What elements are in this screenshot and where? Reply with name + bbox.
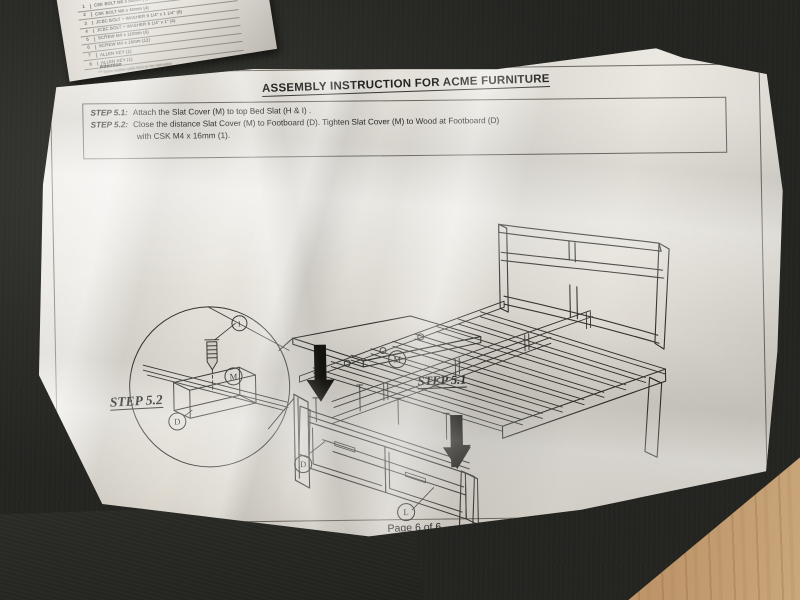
part-number: 2 [77, 12, 93, 19]
step-52-diagram-label: STEP 5.2 [110, 392, 164, 411]
detail-footboard-rail [143, 362, 288, 413]
part-number: 8 [83, 61, 99, 68]
part-number: 6 [81, 45, 97, 52]
slat-cover-panel-M [292, 315, 481, 369]
step-51-diagram-label: STEP 5.1 [417, 373, 466, 390]
part-number: 5 [80, 37, 96, 44]
callout-leaders [184, 406, 434, 515]
step-51-diagram-text: STEP 5.1 [417, 372, 467, 389]
footboard-panel [294, 394, 310, 488]
screw-indicators [313, 383, 450, 442]
bed-assembly-diagram [25, 41, 794, 555]
drawer-side-panel [465, 473, 478, 525]
drawer-unit [308, 407, 470, 522]
part-number: 4 [79, 29, 95, 36]
step-52-diagram-text: STEP 5.2 [109, 391, 164, 410]
part-number: 7 [82, 53, 98, 60]
part-number: 3 [78, 20, 94, 27]
detail-magnifier-circle [128, 305, 295, 468]
page-content: ASSEMBLY INSTRUCTION FOR ACME FURNITURE … [25, 41, 794, 555]
headboard [499, 221, 671, 352]
main-instruction-sheet: ASSEMBLY INSTRUCTION FOR ACME FURNITURE … [25, 41, 794, 555]
detail-screw [205, 340, 220, 390]
bed-slats [298, 298, 666, 435]
bed-side-rail-right [501, 369, 666, 438]
parts-table: 1 CSK BOLT M6 x 50mm (4) 2 CSK BOLT M6 x… [76, 0, 244, 70]
part-number: 1 [76, 4, 92, 11]
assembly-arrow-2-body [442, 415, 471, 470]
